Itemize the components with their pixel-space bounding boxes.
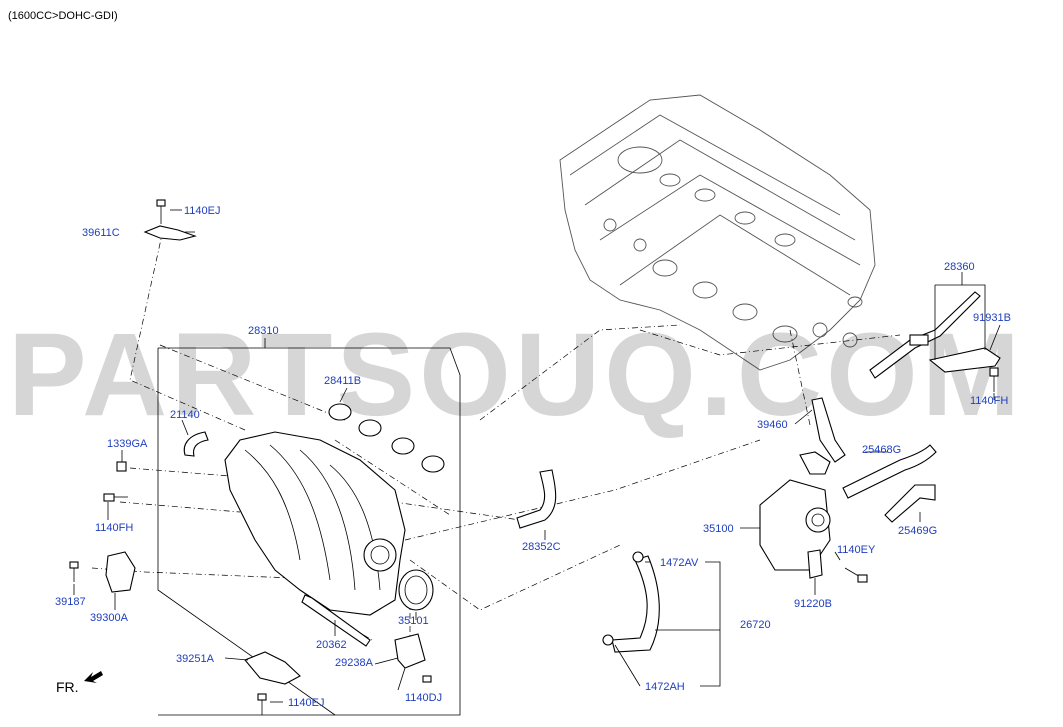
part-labels: 1140EJ 39611C 28310 28411B 21140 1339GA … (55, 205, 1011, 709)
bolt-1140ej-bottom[interactable] (257, 693, 267, 715)
label-1140ej-bottom[interactable]: 1140EJ (288, 697, 325, 709)
label-1140fh-left[interactable]: 1140FH (95, 522, 133, 534)
bracket-39611c[interactable] (143, 225, 197, 241)
front-arrow-icon (84, 671, 103, 683)
bolt-1140ey[interactable] (844, 567, 868, 583)
label-1339ga[interactable]: 1339GA (107, 438, 148, 450)
hose-28352c[interactable] (516, 469, 557, 529)
manifold-gasket[interactable] (328, 403, 445, 473)
label-1472av[interactable]: 1472AV (660, 557, 699, 569)
label-1140ey[interactable]: 1140EY (837, 544, 876, 556)
hose-25468g[interactable] (842, 444, 937, 499)
label-25468g[interactable]: 25468G (862, 444, 901, 456)
pipe-28360[interactable] (869, 291, 981, 379)
label-35101[interactable]: 35101 (398, 615, 429, 627)
pcv-hose[interactable] (183, 431, 209, 457)
bolt-39187[interactable] (69, 561, 79, 582)
front-label: FR. (56, 679, 79, 695)
callout-lines (73, 209, 1001, 703)
sensor-91220b[interactable] (807, 549, 823, 579)
watermark: PARTSOUQ.COM (8, 309, 1024, 441)
sensor-39460[interactable] (799, 451, 831, 475)
label-39251a[interactable]: 39251A (176, 653, 215, 665)
label-39300a[interactable]: 39300A (90, 612, 129, 624)
bracket-39460[interactable] (811, 397, 846, 463)
throttle-gasket-35101[interactable] (398, 569, 434, 611)
label-21140[interactable]: 21140 (170, 409, 200, 421)
label-29238a[interactable]: 29238A (335, 657, 374, 669)
label-26720[interactable]: 26720 (740, 619, 771, 631)
bolt-1140ej-top[interactable] (156, 199, 166, 224)
label-91931b[interactable]: 91931B (973, 312, 1011, 324)
label-1472ah[interactable]: 1472AH (645, 681, 685, 693)
label-20362[interactable]: 20362 (316, 639, 347, 651)
pcv-line-20362[interactable] (301, 594, 371, 647)
actuator-29238a[interactable] (394, 633, 426, 669)
label-35100[interactable]: 35100 (703, 523, 734, 535)
label-1140dj[interactable]: 1140DJ (405, 692, 442, 704)
throttle-body-35100[interactable] (759, 479, 831, 571)
label-28411b[interactable]: 28411B (324, 375, 361, 387)
label-39611c[interactable]: 39611C (82, 227, 120, 239)
front-orientation-indicator: FR. (56, 671, 103, 695)
label-1140fh-right[interactable]: 1140FH (970, 395, 1008, 407)
bolt-1140fh-left[interactable] (103, 493, 128, 502)
hose-25469g[interactable] (884, 484, 936, 523)
bracket-91931b[interactable] (928, 347, 1001, 373)
label-28360[interactable]: 28360 (944, 261, 975, 273)
label-1140ej-top[interactable]: 1140EJ (184, 205, 221, 217)
label-39460[interactable]: 39460 (757, 419, 788, 431)
label-28310[interactable]: 28310 (248, 325, 279, 337)
bolt-1140fh-right[interactable] (989, 367, 999, 392)
label-28352c[interactable]: 28352C (522, 541, 561, 553)
intake-manifold[interactable] (224, 431, 406, 616)
nut-1339ga[interactable] (116, 461, 127, 472)
bracket-39251a[interactable] (244, 651, 301, 685)
engine-spec-header: (1600CC>DOHC-GDI) (8, 10, 118, 22)
leader-lines (91, 229, 901, 641)
clamp-1472av[interactable] (632, 551, 644, 563)
clamp-1472ah[interactable] (602, 634, 614, 646)
map-sensor-39300a[interactable] (105, 551, 136, 593)
label-25469g[interactable]: 25469G (898, 525, 937, 537)
label-91220b[interactable]: 91220B (794, 598, 832, 610)
coolant-hose-26720[interactable] (611, 555, 660, 653)
label-39187[interactable]: 39187 (55, 596, 86, 608)
bolt-1140dj[interactable] (422, 675, 432, 683)
